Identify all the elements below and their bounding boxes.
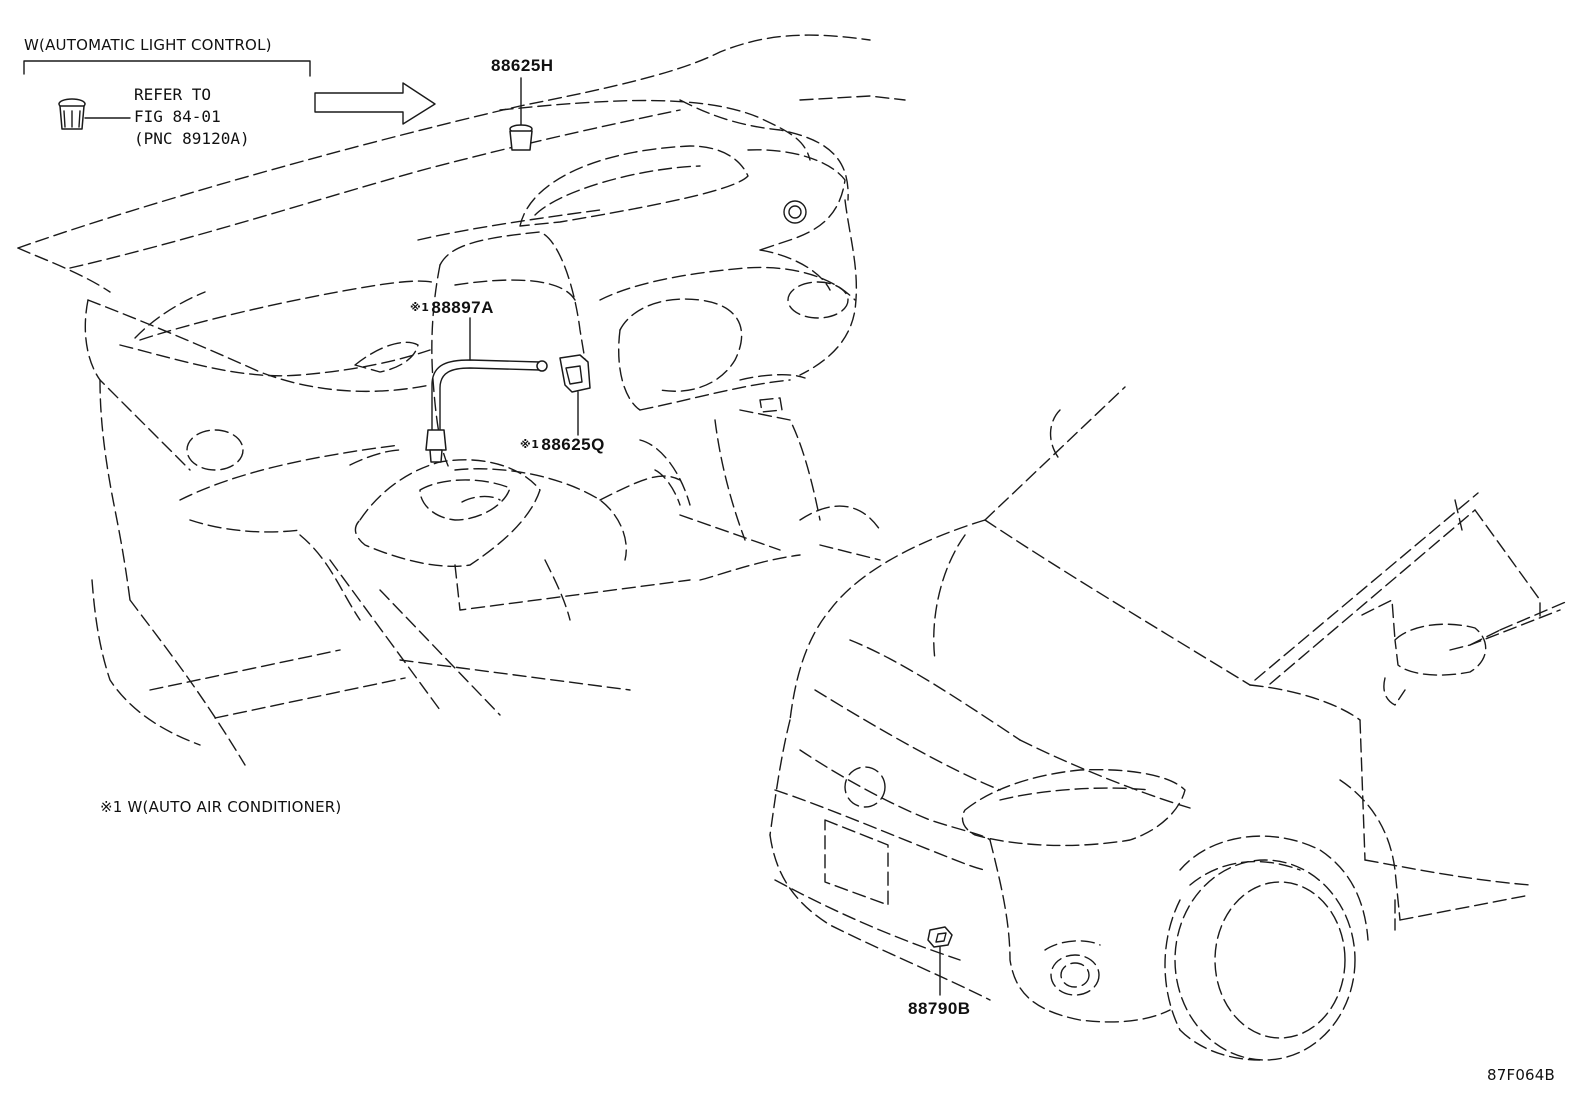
solar-sensor-part [509,77,533,151]
sensor-clip-icon [58,98,131,130]
footnote: ※1 W(AUTO AIR CONDITIONER) [100,798,342,816]
part-number-88625H[interactable]: 88625H [491,57,554,74]
refer-to-line1: REFER TO [134,85,212,104]
refer-to-line2: FIG 84-01 [134,107,221,126]
part-number-88790B[interactable]: 88790B [908,1000,971,1017]
condition-label: W(AUTOMATIC LIGHT CONTROL) [24,36,272,54]
figure-code: 87F064B [1487,1066,1556,1084]
part-number-text: 88625Q [541,435,605,454]
condition-bracket [23,60,311,77]
arrow-right-icon [314,82,436,125]
part-number-text: 88897A [431,298,494,317]
hose-part [425,317,548,463]
dashboard-outline [17,34,906,766]
ambient-temp-sensor-part [927,926,953,996]
sensor-bracket-part [559,354,591,436]
note-mark: ※1 [410,301,430,314]
part-number-text: 88625H [491,56,554,75]
car-body-outline [769,386,1569,1061]
refer-to-line3: (PNC 89120A) [134,129,250,148]
note-mark: ※1 [520,438,540,451]
part-number-text: 88790B [908,999,971,1018]
